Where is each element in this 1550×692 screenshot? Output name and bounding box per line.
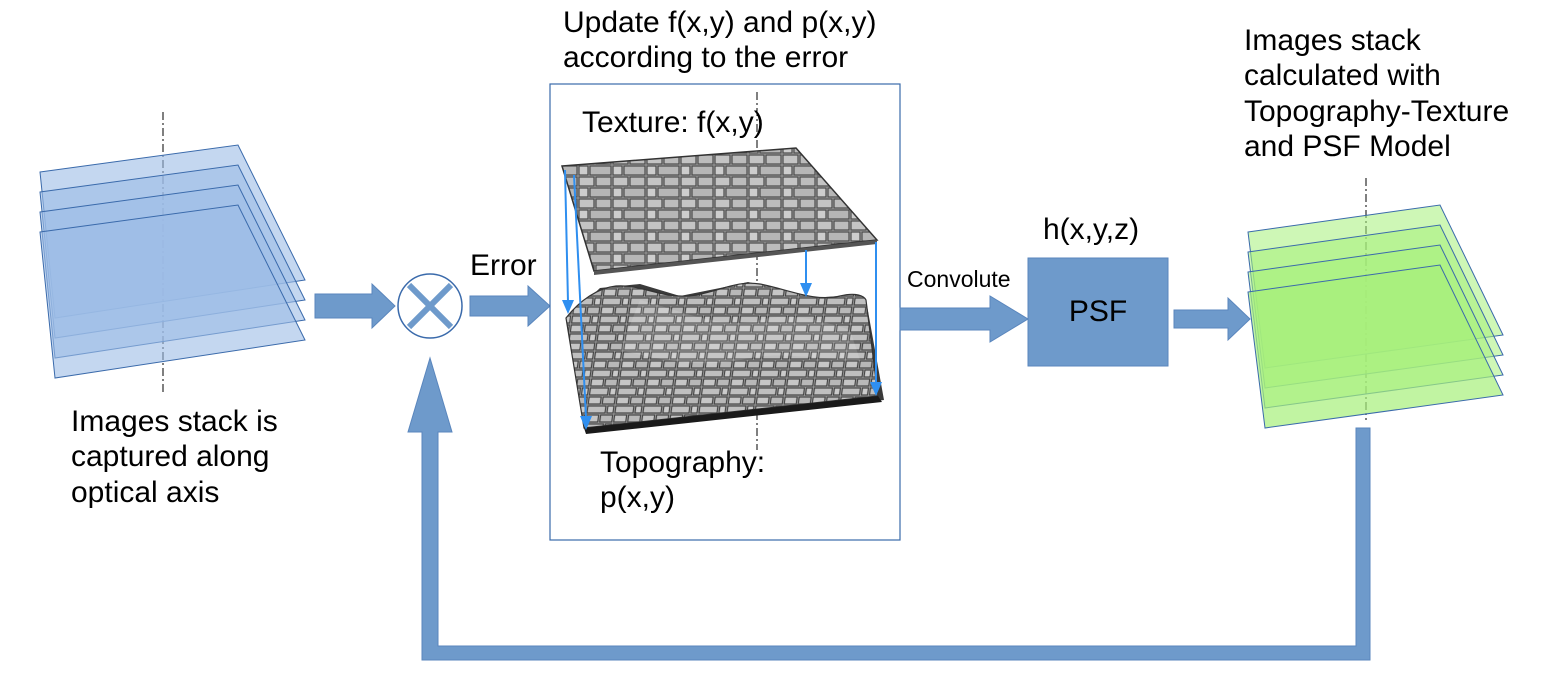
psf-kernel-label: h(x,y,z): [1043, 213, 1140, 246]
input-stack-layer-4: [39, 204, 306, 379]
arrow-psf-to-output: [1173, 296, 1251, 342]
input-caption-line-1: Images stack is: [71, 405, 278, 438]
convolute-label: Convolute: [907, 266, 1011, 292]
arrow-error-to-update: [469, 284, 551, 328]
output-stack-layer-4: [1247, 264, 1504, 429]
psf-box: [1027, 257, 1169, 367]
input-image-stack: [39, 112, 306, 392]
output-caption-line-1: Images stack: [1244, 24, 1421, 57]
psf-box-label: PSF: [1068, 295, 1128, 328]
texture-label: Texture: f(x,y): [582, 106, 764, 139]
arrow-stack-to-comparator: [314, 282, 396, 330]
topography-label-line-2: p(x,y): [600, 481, 675, 515]
output-stack-caption: Images stack calculated with Topography-…: [1244, 23, 1509, 165]
texture-surface: [561, 147, 879, 275]
topography-label: Topography: p(x,y): [600, 445, 765, 516]
output-caption-line-3: Topography-Texture: [1244, 94, 1510, 128]
feedback-loop-arrow: [407, 356, 1371, 661]
comparator-node: [397, 273, 463, 339]
topography-label-line-1: Topography:: [600, 446, 766, 479]
output-image-stack: [1247, 178, 1504, 429]
input-caption-line-3: optical axis: [71, 475, 220, 509]
error-label: Error: [470, 249, 537, 282]
update-caption-line-1: Update f(x,y) and p(x,y): [563, 6, 877, 39]
update-caption-line-2: according to the error: [563, 41, 849, 75]
projection-arrows: [562, 169, 882, 430]
input-caption-line-2: captured along: [71, 440, 270, 474]
output-caption-line-2: calculated with: [1244, 59, 1441, 93]
input-stack-caption: Images stack is captured along optical a…: [71, 404, 278, 510]
arrow-convolute: [899, 295, 1029, 343]
output-caption-line-4: and PSF Model: [1244, 130, 1451, 164]
topography-surface: [565, 282, 884, 434]
update-caption: Update f(x,y) and p(x,y) according to th…: [563, 5, 876, 76]
